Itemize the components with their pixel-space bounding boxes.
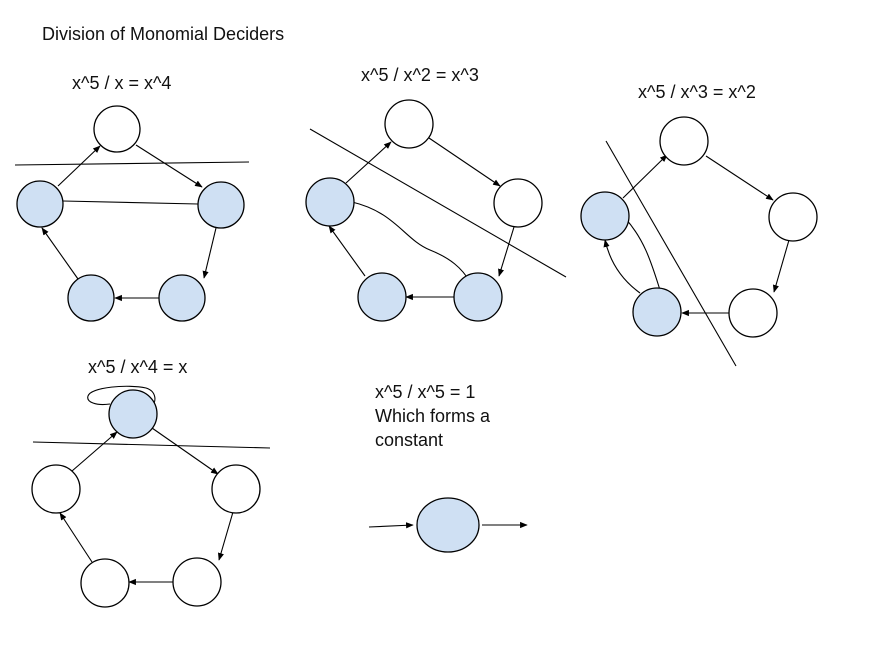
cut-line [14,161,250,166]
edge-arrow [428,137,501,187]
diagram-label: x^5 / x = x^4 [72,73,171,93]
page-title: Division of Monomial Deciders [42,24,284,44]
cut-line [605,140,737,367]
diagram-label-line: Which forms a [375,406,491,426]
node-filled [197,181,245,229]
diagram-label: x^5 / x^3 = x^2 [638,82,756,102]
edge-arrow [772,239,790,293]
edge-arrow [622,154,668,199]
edge-arrow [57,145,101,187]
node-filled [416,497,480,553]
node-filled [357,272,407,322]
edge-curve [624,217,661,291]
diagram-x5-div-x5: x^5 / x^5 = 1 Which forms a constant [368,382,528,553]
edge-arrow [328,225,366,277]
node-filled [16,180,64,228]
edge-arrow [498,226,515,277]
diagram-x5-div-x4: x^5 / x^4 = x [31,357,271,608]
node-filled [453,272,503,322]
diagram-label: x^5 / x^4 = x [88,357,187,377]
edge-arrow [41,227,79,280]
edge-arrow [202,227,217,279]
node-filled [67,274,115,322]
node-empty [493,178,543,228]
diagram-label-line: x^5 / x^5 = 1 [375,382,475,402]
cut-line [32,441,271,449]
node-filled [580,191,630,241]
edge-arrow [603,239,641,294]
edge-arrow [135,144,203,188]
diagram-x5-div-x: x^5 / x = x^4 [14,73,250,322]
edge-arrow [217,511,234,561]
edge-arrow [151,427,219,475]
node-empty [728,288,778,338]
diagram-x5-div-x3: x^5 / x^3 = x^2 [580,82,818,367]
self-loop [87,385,156,409]
node-empty [31,464,81,514]
node-empty [659,116,709,166]
node-filled [305,177,355,227]
diagram-x5-div-x2: x^5 / x^2 = x^3 [305,65,567,322]
node-filled [158,274,206,322]
node-empty [384,99,434,149]
node-empty [768,192,818,242]
edge-arrow [59,512,93,563]
edge-arrow [345,141,392,184]
diagram-label: x^5 / x^2 = x^3 [361,65,479,85]
node-filled [108,389,158,439]
edge-arrow [71,431,118,472]
edge-arrow-in [368,522,414,529]
node-empty [80,558,130,608]
node-filled [632,287,682,337]
node-empty [211,464,261,514]
node-empty [172,557,222,607]
node-empty [93,105,141,153]
cut-line [309,128,567,278]
diagram-label-line: constant [375,430,443,450]
edge-curve [351,201,471,283]
edge-arrow [705,155,774,201]
edge-line [62,200,199,205]
